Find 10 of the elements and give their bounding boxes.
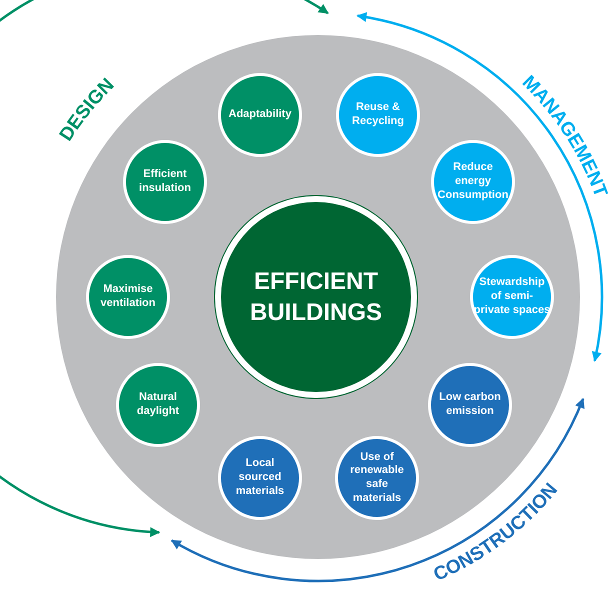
- topic-label: Use of renewable safe materials: [349, 450, 405, 506]
- topic-label: Adaptability: [228, 108, 292, 122]
- centre-title: EFFICIENT BUILDINGS: [249, 266, 383, 328]
- topic-label: Reuse & Recycling: [351, 101, 405, 129]
- topic-label: Natural daylight: [136, 391, 180, 419]
- topic-label: Efficient insulation: [138, 168, 192, 196]
- topic-label: Low carbon emission: [438, 391, 502, 419]
- topic-label: Maximise ventilation: [99, 283, 156, 311]
- topic-label: Reduce energy Consumption: [436, 161, 510, 203]
- topic-label: Local sourced materials: [234, 457, 286, 499]
